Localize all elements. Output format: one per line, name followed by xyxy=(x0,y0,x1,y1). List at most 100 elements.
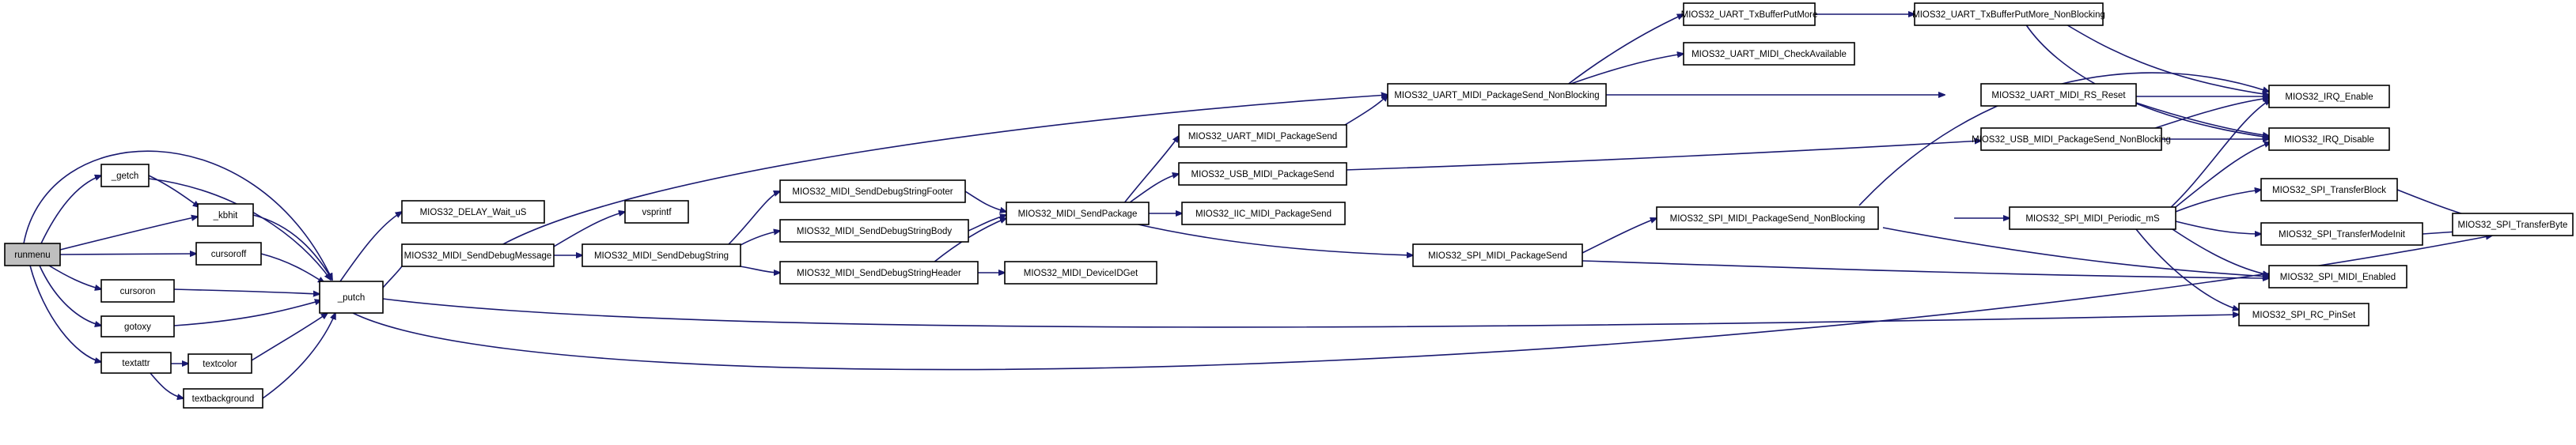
node-vsprintf[interactable]: vsprintf xyxy=(624,200,689,224)
node-label: MIOS32_MIDI_SendPackage xyxy=(1018,209,1138,219)
node-label: MIOS32_UART_MIDI_CheckAvailable xyxy=(1691,50,1847,59)
edge-runmenu-getch xyxy=(40,175,101,244)
node-label: MIOS32_SPI_MIDI_Enabled xyxy=(2280,273,2396,282)
node-putch[interactable]: _putch xyxy=(319,281,384,314)
edge-senddebugstring-body xyxy=(740,231,780,246)
edge-runmenu-gotoxy xyxy=(39,265,101,326)
node-label: MIOS32_MIDI_SendDebugString xyxy=(594,251,729,261)
node-usb-packagesend[interactable]: MIOS32_USB_MIDI_PackageSend xyxy=(1178,162,1347,186)
node-gotoxy[interactable]: gotoxy xyxy=(100,315,175,338)
edge-cursoroff-putch xyxy=(260,253,324,283)
edge-runmenu-kbhit xyxy=(59,217,198,251)
node-label: MIOS32_UART_MIDI_RS_Reset xyxy=(1991,91,2126,100)
node-label: MIOS32_MIDI_SendDebugMessage xyxy=(404,251,552,261)
node-spi-periodic[interactable]: MIOS32_SPI_MIDI_Periodic_mS xyxy=(2009,206,2176,230)
node-uart-txbufferputmore[interactable]: MIOS32_UART_TxBufferPutMore xyxy=(1681,2,1818,26)
node-spi-transferblock[interactable]: MIOS32_SPI_TransferBlock xyxy=(2260,178,2398,202)
node-uart-packagesend-nb[interactable]: MIOS32_UART_MIDI_PackageSend_NonBlocking xyxy=(1387,83,1607,107)
node-cursoron[interactable]: cursoron xyxy=(100,279,175,303)
node-label: cursoron xyxy=(120,287,156,296)
node-label: MIOS32_DELAY_Wait_uS xyxy=(420,208,527,217)
node-irq-enable[interactable]: MIOS32_IRQ_Enable xyxy=(2268,85,2390,108)
edge-spi-spinb xyxy=(1582,218,1657,254)
edge-gotoxy-putch xyxy=(173,300,321,326)
node-label: _kbhit xyxy=(213,211,238,221)
edge-senddebugmessage-uartnb xyxy=(501,95,1388,246)
node-label: MIOS32_MIDI_DeviceIDGet xyxy=(1024,269,1138,278)
edge-putch-rcpinset xyxy=(382,298,2239,328)
node-label: _getch xyxy=(111,172,139,181)
node-senddebugmessage[interactable]: MIOS32_MIDI_SendDebugMessage xyxy=(401,243,555,267)
node-label: MIOS32_SPI_MIDI_PackageSend_NonBlocking xyxy=(1670,214,1866,224)
node-runmenu[interactable]: runmenu xyxy=(4,243,61,266)
node-spi-packagesend-nb[interactable]: MIOS32_SPI_MIDI_PackageSend_NonBlocking xyxy=(1656,206,1879,230)
edge-txbufferputmore-nb-irqdisable xyxy=(2025,23,2269,138)
node-label: MIOS32_SPI_RC_PinSet xyxy=(2252,311,2356,320)
node-spi-transfermodeinit[interactable]: MIOS32_SPI_TransferModeInit xyxy=(2260,222,2423,246)
edge-getch-kbhit xyxy=(148,175,199,207)
node-iic-packagesend[interactable]: MIOS32_IIC_MIDI_PackageSend xyxy=(1181,202,1346,225)
edge-periodic-irqdisable xyxy=(2167,142,2271,214)
node-usb-packagesend-nb[interactable]: MIOS32_USB_MIDI_PackageSend_NonBlocking xyxy=(1972,127,2171,151)
node-label: MIOS32_UART_MIDI_PackageSend_NonBlocking xyxy=(1394,91,1599,100)
node-label: MIOS32_SPI_TransferByte xyxy=(2458,221,2568,230)
edge-uartnb-txbufferputmore xyxy=(1566,14,1684,86)
node-kbhit[interactable]: _kbhit xyxy=(197,203,254,227)
edge-putch-transferbyte xyxy=(352,236,2492,371)
edge-txbufferputmore-nb-irqenable xyxy=(2064,23,2269,95)
node-spi-midi-enabled[interactable]: MIOS32_SPI_MIDI_Enabled xyxy=(2268,265,2407,288)
node-label: _putch xyxy=(337,293,366,303)
edge-spi-enabled xyxy=(1582,260,2269,278)
node-irq-disable[interactable]: MIOS32_IRQ_Disable xyxy=(2268,127,2390,151)
edge-putch-delay xyxy=(339,212,402,282)
node-textcolor[interactable]: textcolor xyxy=(188,353,252,374)
edge-periodic-rcpinset xyxy=(2135,228,2239,310)
edge-usb-usbnb xyxy=(1344,141,1981,171)
edge-runmenu-textattr xyxy=(29,265,101,362)
node-label: MIOS32_IIC_MIDI_PackageSend xyxy=(1195,209,1332,219)
function-nodes: runmenu _getch _kbhit cursoroff cursoron… xyxy=(4,2,2574,409)
node-textattr[interactable]: textattr xyxy=(100,352,172,374)
node-label: MIOS32_IRQ_Enable xyxy=(2285,92,2373,102)
node-body[interactable]: MIOS32_MIDI_SendDebugStringBody xyxy=(779,219,969,243)
edge-periodic-irqenable xyxy=(2167,100,2271,211)
call-edges xyxy=(23,14,2492,399)
node-delay[interactable]: MIOS32_DELAY_Wait_uS xyxy=(401,200,545,224)
node-cursoroff[interactable]: cursoroff xyxy=(195,242,262,266)
node-label: runmenu xyxy=(14,251,50,260)
edge-footer-sendpackage xyxy=(964,190,1006,212)
node-footer[interactable]: MIOS32_MIDI_SendDebugStringFooter xyxy=(779,179,966,203)
edge-rsreset-irqdisable xyxy=(2135,102,2269,136)
node-getch[interactable]: _getch xyxy=(100,164,150,187)
edge-uart-uartnb xyxy=(1344,95,1388,126)
node-uart-rs-reset[interactable]: MIOS32_UART_MIDI_RS_Reset xyxy=(1980,83,2137,107)
node-label: MIOS32_UART_MIDI_PackageSend xyxy=(1188,132,1337,141)
node-label: MIOS32_USB_MIDI_PackageSend xyxy=(1191,170,1335,179)
node-label: MIOS32_UART_TxBufferPutMore_NonBlocking xyxy=(1912,10,2105,20)
node-senddebugstring[interactable]: MIOS32_MIDI_SendDebugString xyxy=(581,243,741,267)
edge-sendpackage-uart xyxy=(1123,136,1179,205)
node-label: MIOS32_SPI_MIDI_Periodic_mS xyxy=(2025,214,2160,224)
node-label: MIOS32_SPI_TransferModeInit xyxy=(2279,230,2406,239)
node-deviceid[interactable]: MIOS32_MIDI_DeviceIDGet xyxy=(1004,261,1157,285)
node-label: vsprintf xyxy=(642,208,672,217)
node-uart-packagesend[interactable]: MIOS32_UART_MIDI_PackageSend xyxy=(1178,124,1347,148)
node-spi-rc-pinset[interactable]: MIOS32_SPI_RC_PinSet xyxy=(2238,303,2370,326)
node-sendpackage[interactable]: MIOS32_MIDI_SendPackage xyxy=(1006,202,1150,225)
node-uart-checkavailable[interactable]: MIOS32_UART_MIDI_CheckAvailable xyxy=(1683,42,1855,66)
node-uart-txbufferputmore-nb[interactable]: MIOS32_UART_TxBufferPutMore_NonBlocking xyxy=(1912,2,2105,26)
node-spi-transferbyte[interactable]: MIOS32_SPI_TransferByte xyxy=(2452,213,2574,236)
edge-periodic-transferblock xyxy=(2167,190,2261,216)
node-label: MIOS32_MIDI_SendDebugStringBody xyxy=(797,227,952,236)
node-label: MIOS32_SPI_TransferBlock xyxy=(2272,186,2386,195)
node-header[interactable]: MIOS32_MIDI_SendDebugStringHeader xyxy=(779,261,979,285)
node-label: cursoroff xyxy=(211,250,247,259)
edge-spinb-enabled xyxy=(1882,227,2269,277)
edge-sendpackage-spi xyxy=(1131,222,1413,255)
node-textbackground[interactable]: textbackground xyxy=(183,388,263,409)
edge-textcolor-putch xyxy=(251,313,328,361)
edge-textbackground-putch xyxy=(262,313,335,399)
node-label: MIOS32_MIDI_SendDebugStringHeader xyxy=(797,269,961,278)
node-spi-packagesend[interactable]: MIOS32_SPI_MIDI_PackageSend xyxy=(1412,243,1583,267)
node-label: MIOS32_USB_MIDI_PackageSend_NonBlocking xyxy=(1972,135,2171,145)
